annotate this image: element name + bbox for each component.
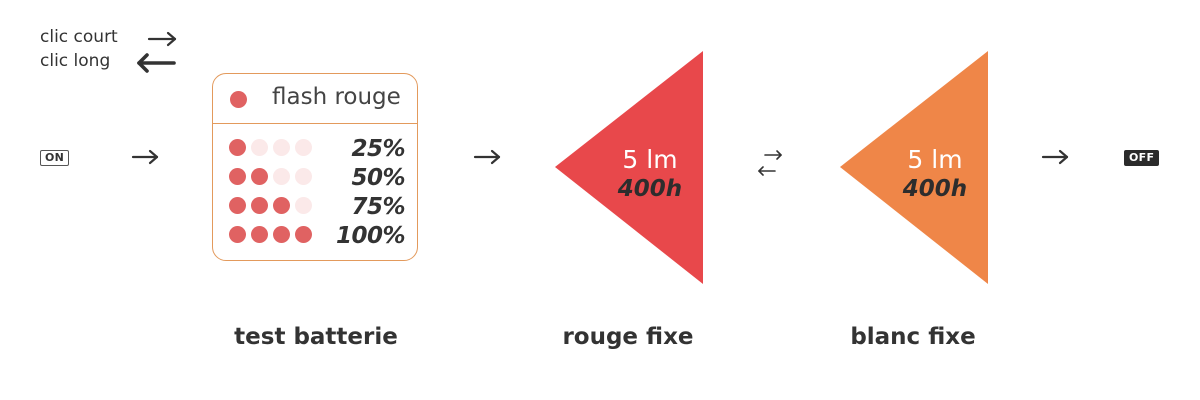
red-flash-indicator-icon: [230, 91, 247, 108]
level-dot-icon: [295, 139, 312, 156]
toggle-arrows-icon: [758, 150, 782, 176]
level-dot-icon: [273, 197, 290, 214]
white-mode-runtime: 400h: [902, 176, 968, 202]
white-mode-lumens: 5 lm: [907, 145, 963, 174]
red-mode-caption: rouge fixe: [562, 324, 694, 350]
off-state-badge: OFF: [1124, 150, 1160, 166]
level-dot-icon: [229, 139, 246, 156]
battery-card-header-label: flash rouge: [272, 84, 401, 110]
level-dot-icon: [251, 168, 268, 185]
legend-short-click-label: clic court: [40, 27, 118, 47]
arrow-white-to-off-icon: [1041, 149, 1069, 165]
short-click-arrow-icon: [147, 31, 177, 47]
battery-card-header: flash rouge: [213, 74, 417, 124]
battery-level-label: 25%: [351, 136, 405, 162]
level-dot-icon: [295, 197, 312, 214]
arrow-test-to-red-icon: [473, 149, 501, 165]
battery-level-label: 75%: [351, 194, 405, 220]
long-click-arrow-icon: [137, 53, 176, 73]
battery-level-row-50: 50%: [229, 165, 405, 191]
battery-level-label: 50%: [351, 165, 405, 191]
legend-long-click-label: clic long: [40, 51, 111, 71]
level-dot-icon: [229, 226, 246, 243]
level-dot-icon: [273, 139, 290, 156]
red-mode-triangle: [555, 51, 703, 284]
level-dot-icon: [229, 168, 246, 185]
level-dot-icon: [273, 168, 290, 185]
battery-test-caption: test batterie: [234, 324, 398, 350]
level-dot-icon: [229, 197, 246, 214]
battery-level-row-75: 75%: [229, 194, 405, 220]
on-state-badge: ON: [40, 150, 70, 166]
battery-level-row-100: 100%: [229, 223, 406, 249]
level-dot-icon: [251, 226, 268, 243]
level-dot-icon: [273, 226, 290, 243]
red-mode-runtime: 400h: [617, 176, 683, 202]
level-dot-icon: [251, 197, 268, 214]
battery-level-label: 100%: [335, 223, 406, 249]
level-dot-icon: [251, 139, 268, 156]
red-mode-lumens: 5 lm: [622, 145, 678, 174]
battery-test-card: flash rouge 25% 50% 75% 100%: [212, 73, 418, 261]
arrow-on-to-test-icon: [131, 149, 159, 165]
white-mode-caption: blanc fixe: [850, 324, 976, 350]
level-dot-icon: [295, 226, 312, 243]
battery-level-row-25: 25%: [229, 136, 405, 162]
level-dot-icon: [295, 168, 312, 185]
white-mode-triangle: [840, 51, 988, 284]
